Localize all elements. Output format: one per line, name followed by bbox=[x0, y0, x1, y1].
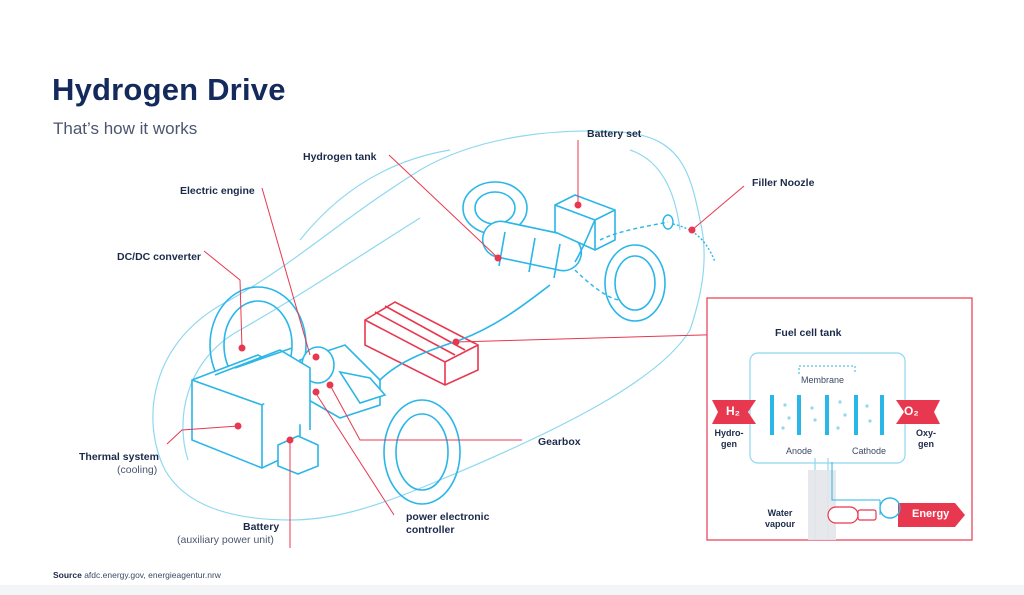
fuel-cell-box bbox=[706, 297, 973, 541]
label-filler-noozle: Filler Noozle bbox=[752, 177, 815, 189]
label-hydrogen-1: Hydro- bbox=[714, 428, 744, 438]
o2-arrow-icon bbox=[896, 400, 940, 424]
badge-h2: H₂ bbox=[726, 404, 740, 418]
badge-o2: O₂ bbox=[904, 404, 919, 418]
label-oxygen-2: gen bbox=[917, 439, 934, 449]
label-battery-set: Battery set bbox=[587, 128, 642, 140]
hydrogen-tank-icon bbox=[481, 220, 583, 279]
label-water-1: Water bbox=[767, 508, 793, 518]
label-electric-engine: Electric engine bbox=[180, 185, 255, 197]
label-power-controller-1: power electronic bbox=[406, 511, 490, 523]
page-subtitle: That’s how it works bbox=[53, 119, 198, 138]
label-hydrogen-tank: Hydrogen tank bbox=[303, 151, 377, 163]
callout-dots bbox=[234, 201, 696, 444]
badge-energy: Energy bbox=[912, 508, 950, 520]
label-thermal-system: Thermal system bbox=[79, 451, 159, 463]
label-hydrogen-2: gen bbox=[720, 439, 737, 449]
cable-lines bbox=[379, 219, 596, 381]
label-water-2: vapour bbox=[764, 519, 795, 529]
aux-battery-icon bbox=[277, 435, 319, 475]
filler-noozle-icon bbox=[574, 214, 716, 301]
label-fuel-cell-tank: Fuel cell tank bbox=[775, 327, 842, 339]
label-anode: Anode bbox=[786, 446, 813, 456]
label-oxygen-1: Oxy- bbox=[915, 428, 936, 438]
lightbulb-icon bbox=[827, 506, 877, 524]
bottom-bar bbox=[0, 585, 1024, 595]
source-line: Source afdc.energy.gov, energieagentur.n… bbox=[53, 570, 221, 580]
label-battery: Battery bbox=[243, 521, 280, 533]
fuel-cell-stack-icon bbox=[364, 301, 479, 386]
label-water-vapour: Water vapour bbox=[758, 508, 802, 530]
label-hydrogen: Hydro- gen bbox=[708, 428, 750, 450]
label-membrane: Membrane bbox=[801, 375, 845, 385]
thermal-system-icon bbox=[191, 347, 311, 469]
label-power-controller-2: controller bbox=[406, 524, 455, 536]
label-thermal-system-sub: (cooling) bbox=[117, 464, 158, 476]
label-cathode: Cathode bbox=[852, 446, 887, 456]
source-text: afdc.energy.gov, energieagentur.nrw bbox=[84, 570, 221, 580]
source-label: Source bbox=[53, 570, 82, 580]
callout-lines bbox=[166, 140, 745, 548]
label-gearbox: Gearbox bbox=[538, 436, 581, 448]
car-outline-icon bbox=[152, 130, 705, 521]
label-dcdc-converter: DC/DC converter bbox=[117, 251, 202, 263]
label-oxygen: Oxy- gen bbox=[907, 428, 945, 450]
label-battery-sub: (auxiliary power unit) bbox=[177, 534, 274, 546]
h2-arrow-icon bbox=[712, 400, 756, 424]
energy-arrow-icon bbox=[898, 503, 965, 527]
page-title: Hydrogen Drive bbox=[52, 72, 286, 107]
